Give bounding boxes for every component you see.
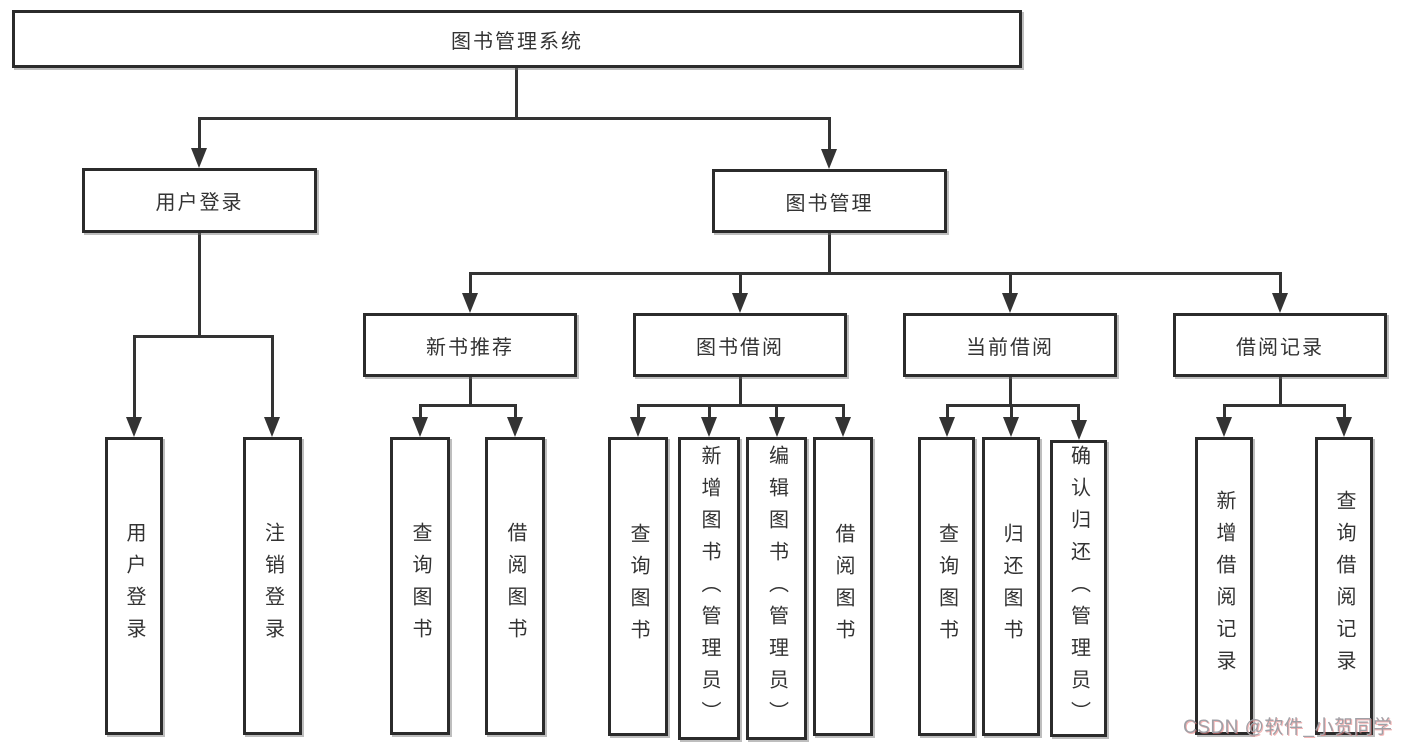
node-label: 用户登录 (123, 522, 145, 650)
arrow-down-icon (1336, 417, 1352, 437)
arrow-down-icon (1216, 417, 1232, 437)
arrow-down-icon (732, 293, 748, 313)
leaf-br-query-borrow-record: 查询借阅记录 (1315, 437, 1373, 735)
arrow-down-icon (126, 417, 142, 437)
connector-line (270, 335, 274, 420)
leaf-user-login: 用户登录 (105, 437, 163, 735)
node-label: 借阅图书 (832, 522, 854, 651)
connector-line (132, 334, 274, 338)
node-label: 借阅记录 (1236, 336, 1324, 359)
node-library-management-system: 图书管理系统 (12, 10, 1022, 68)
leaf-bb-query-books: 查询图书 (608, 437, 668, 736)
node-book-borrowing: 图书借阅 (633, 313, 847, 377)
connector-line (468, 377, 472, 406)
connector-line (418, 404, 422, 420)
connector-line (775, 404, 778, 420)
node-label: 新书推荐 (426, 336, 514, 359)
node-label: 图书借阅 (696, 336, 784, 359)
node-label: 借阅图书 (504, 522, 526, 650)
connector-line (636, 404, 640, 420)
arrow-down-icon (1002, 293, 1018, 313)
node-book-management-branch: 图书管理 (712, 169, 947, 233)
connector-line (1077, 404, 1080, 422)
connector-line (738, 272, 742, 295)
arrow-down-icon (462, 293, 478, 313)
node-new-book-recommendation: 新书推荐 (363, 313, 577, 377)
node-user-login-branch: 用户登录 (82, 168, 317, 233)
arrow-down-icon (821, 149, 837, 169)
connector-line (827, 233, 831, 274)
arrow-down-icon (1003, 417, 1019, 437)
arrow-down-icon (191, 148, 207, 168)
node-label: 新增借阅记录 (1213, 490, 1235, 682)
connector-line (1008, 377, 1012, 406)
node-label: 查询图书 (627, 522, 649, 651)
node-current-borrowing: 当前借阅 (903, 313, 1117, 377)
leaf-rec-borrow-books: 借阅图书 (485, 437, 545, 735)
connector-line (418, 403, 517, 407)
leaf-rec-query-books: 查询图书 (390, 437, 450, 735)
connector-line (738, 377, 742, 406)
node-label: 当前借阅 (966, 336, 1054, 359)
arrow-down-icon (412, 417, 428, 437)
leaf-bb-add-books-admin: 新增图书（管理员） (678, 437, 740, 740)
node-label: 查询图书 (935, 522, 958, 651)
leaf-cb-return-books: 归还图书 (982, 437, 1040, 736)
csdn-watermark: CSDN @软件_小贺同学 (1183, 717, 1393, 738)
connector-line (945, 404, 949, 420)
leaf-bb-edit-books-admin: 编辑图书（管理员） (746, 437, 807, 740)
connector-line (132, 335, 136, 420)
connector-line (707, 404, 711, 420)
node-label: 图书管理 (785, 192, 874, 215)
node-label: 新增图书（管理员） (698, 444, 720, 733)
arrow-down-icon (768, 417, 785, 437)
connector-line (1278, 377, 1282, 406)
arrow-down-icon (1070, 420, 1087, 440)
connector-line (1222, 404, 1226, 420)
connector-line (513, 404, 517, 420)
connector-line (841, 404, 845, 420)
node-label: 确认归还（管理员） (1067, 444, 1090, 733)
node-label: 归还图书 (1000, 522, 1022, 651)
connector-line (827, 117, 831, 152)
arrow-down-icon (701, 417, 717, 437)
connector-line (1278, 272, 1282, 295)
connector-line (636, 403, 845, 407)
connector-line (945, 403, 1080, 407)
connector-line (468, 272, 472, 295)
node-label: 查询借阅记录 (1333, 490, 1355, 682)
node-label: 注销登录 (261, 522, 284, 650)
connector-line (1009, 404, 1013, 420)
connector-line (197, 117, 201, 151)
node-borrowing-records: 借阅记录 (1173, 313, 1387, 377)
arrow-down-icon (264, 417, 280, 437)
connector-line (1008, 272, 1012, 295)
node-label: 用户登录 (155, 192, 244, 214)
leaf-br-add-borrow-record: 新增借阅记录 (1195, 437, 1253, 735)
node-label: 图书管理系统 (451, 30, 583, 53)
connector-line (468, 271, 1282, 275)
node-label: 编辑图书（管理员） (765, 444, 788, 733)
connector-line (514, 67, 518, 119)
leaf-cb-query-books: 查询图书 (918, 437, 975, 736)
arrow-down-icon (630, 417, 646, 437)
leaf-logout: 注销登录 (243, 437, 302, 735)
arrow-down-icon (835, 417, 851, 437)
connector-line (197, 233, 201, 337)
arrow-down-icon (1272, 293, 1288, 313)
leaf-cb-confirm-return-admin: 确认归还（管理员） (1050, 440, 1107, 737)
connector-line (1222, 403, 1346, 407)
arrow-down-icon (507, 417, 523, 437)
connector-line (1342, 404, 1346, 420)
arrow-down-icon (939, 417, 955, 437)
leaf-bb-borrow-books: 借阅图书 (813, 437, 873, 736)
connector-line (197, 116, 831, 120)
node-label: 查询图书 (409, 522, 431, 650)
